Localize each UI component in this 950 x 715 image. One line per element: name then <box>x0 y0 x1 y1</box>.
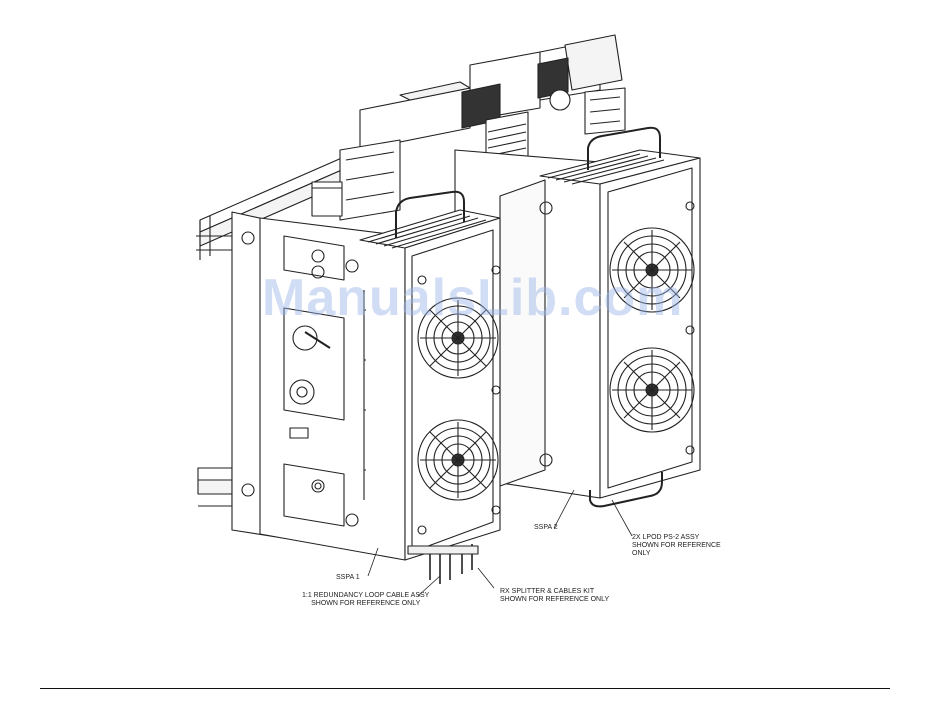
footer-rule <box>40 688 890 689</box>
sspa-1-unit <box>260 192 500 584</box>
sspa-1-label: SSPA 1 <box>336 574 360 582</box>
manualslib-watermark: ManualsLib.com <box>262 268 683 328</box>
redundancy-cable-label: 1:1 REDUNDANCY LOOP CABLE ASSY SHOWN FOR… <box>302 592 429 608</box>
sspa-2-label: SSPA 2 <box>534 524 558 532</box>
lpod-ps2-label: 2X LPOD PS-2 ASSY SHOWN FOR REFERENCE ON… <box>632 534 721 558</box>
sspa-2-fan-lower <box>610 348 694 432</box>
rx-splitter-label: Rx SPLITTER & CABLES KIT SHOWN FOR REFER… <box>500 588 609 604</box>
mounting-rail-lower <box>198 468 232 506</box>
sspa-1-fan-lower <box>418 420 498 500</box>
